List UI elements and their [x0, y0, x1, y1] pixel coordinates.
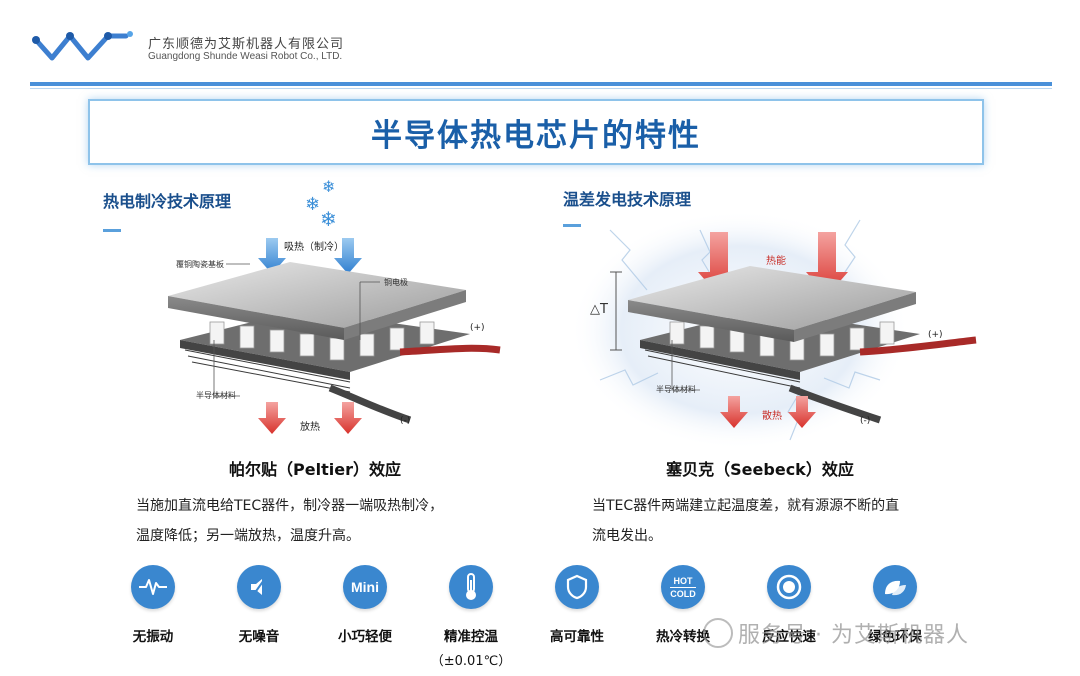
peltier-diagram: ❄ ❄ ❄	[168, 177, 501, 434]
company-name-en: Guangdong Shunde Weasi Robot Co., LTD.	[148, 51, 343, 62]
label-heat-out: 散热	[762, 411, 782, 422]
page-title: 半导体热电芯片的特性	[371, 117, 701, 154]
absorb-arrow-left	[258, 238, 286, 274]
snowflake-icon: ❄	[320, 207, 337, 231]
target-icon	[767, 565, 811, 609]
left-section-dash	[103, 229, 121, 232]
snowflake-icon: ❄	[305, 194, 320, 215]
feature-label-no-noise: 无噪音	[238, 629, 280, 645]
right-section-heading: 温差发电技术原理	[563, 190, 692, 209]
feature-label-fast-response: 反应快速	[762, 629, 816, 645]
release-arrow-right	[334, 402, 362, 434]
absorb-arrow-right	[334, 238, 362, 274]
feature-label-hot-cold: 热冷转换	[656, 629, 710, 645]
heat-out-arrow-right	[788, 396, 816, 428]
heat-out-arrow-left	[720, 396, 748, 428]
label-delta-t: △T	[590, 302, 608, 317]
snowflake-icon: ❄	[322, 177, 335, 196]
mute-icon	[237, 565, 281, 609]
release-arrow-left	[258, 402, 286, 434]
label-semiconductor-right: 半导体材料	[656, 385, 696, 394]
mini-icon: Mini	[343, 565, 387, 609]
seebeck-effect-title: 塞贝克（Seebeck）效应	[666, 460, 854, 479]
vibration-icon	[131, 565, 175, 609]
label-minus-left: (-)	[400, 416, 411, 426]
feature-label-compact: 小巧轻便	[338, 629, 392, 645]
seebeck-diagram	[570, 210, 977, 450]
thermometer-icon	[449, 565, 493, 609]
peltier-effect-title: 帕尔贴（Peltier）效应	[229, 460, 401, 479]
header-divider-thin	[30, 88, 1052, 89]
label-heat-in: 热能	[766, 256, 786, 267]
seebeck-desc-line2: 流电发出。	[592, 528, 662, 544]
leaf-icon	[873, 565, 917, 609]
feature-label-reliability: 高可靠性	[550, 629, 604, 645]
watermark-text: 服务号 · 为艾斯机器人	[738, 623, 969, 648]
feature-label-eco: 绿色环保	[868, 629, 922, 645]
seebeck-desc-line1: 当TEC器件两端建立起温度差，就有源源不断的直	[592, 498, 900, 514]
label-release-heat: 放热	[300, 422, 320, 433]
label-absorb-heat: 吸热（制冷）	[284, 242, 344, 253]
title-banner: 半导体热电芯片的特性	[88, 99, 984, 165]
feature-sublabel-precision: （±0.01℃）	[430, 654, 512, 669]
left-section-heading: 热电制冷技术原理	[103, 192, 232, 211]
label-ceramic-substrate: 覆铜陶瓷基板	[176, 260, 224, 269]
shield-icon	[555, 565, 599, 609]
right-section-dash	[563, 224, 581, 227]
company-logo	[32, 31, 133, 61]
feature-label-no-vibration: 无振动	[132, 629, 174, 645]
company-name-cn: 广东顺德为艾斯机器人有限公司	[148, 37, 345, 52]
label-minus-right: (-)	[860, 416, 871, 426]
peltier-desc-line2: 温度降低；另一端放热，温度升高。	[136, 528, 360, 544]
feature-label-precise-temp: 精准控温	[444, 629, 498, 645]
wechat-icon	[703, 618, 733, 648]
label-plus-right: (+)	[928, 330, 943, 340]
hot-cold-icon: HOT COLD	[661, 565, 705, 609]
label-semiconductor-left: 半导体材料	[196, 391, 236, 400]
label-plus-left: (+)	[470, 323, 485, 333]
label-copper-electrode: 铜电极	[384, 278, 408, 287]
peltier-desc-line1: 当施加直流电给TEC器件，制冷器一端吸热制冷，	[136, 498, 444, 514]
header-divider	[30, 82, 1052, 86]
